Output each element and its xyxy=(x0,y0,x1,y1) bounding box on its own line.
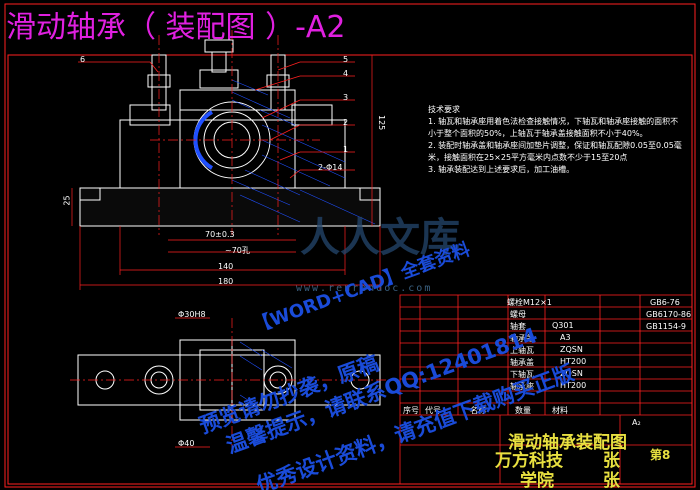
part-4-mat: Q301 xyxy=(552,321,574,330)
title-block xyxy=(399,294,693,485)
technical-requirements: 技术要求 1. 轴瓦和轴承座用着色法检查接触情况，下轴瓦和轴承座接触的面积不小于… xyxy=(428,104,684,176)
ref-3: GB1154-9 xyxy=(646,322,687,331)
top-hatch xyxy=(239,341,293,410)
dim-40: Φ40 xyxy=(178,439,195,448)
callout-holes: 2-Φ14 xyxy=(318,163,343,172)
part-5-name: 螺母 xyxy=(510,310,526,319)
watermark-url: www.renrendoc.com xyxy=(296,283,433,294)
notes-heading: 技术要求 xyxy=(428,105,460,114)
dim-25: 25 xyxy=(62,195,72,206)
part-1-mat: HT200 xyxy=(560,357,587,366)
top-center-lines xyxy=(70,318,390,455)
outer-frame xyxy=(4,3,696,488)
callout-3: 3 xyxy=(343,93,349,102)
header-qty: 数量 xyxy=(515,406,531,415)
dim-30h8: Φ30H8 xyxy=(178,310,206,319)
part-6-name: 螺栓M12×1 xyxy=(507,298,552,307)
inner-frame xyxy=(7,54,693,485)
header-no: 序号 xyxy=(403,406,419,415)
callout-4: 4 xyxy=(343,69,349,78)
dimension-lines xyxy=(71,55,381,290)
part-lower-bush-mat: ZQSN xyxy=(560,369,583,378)
ref-2: GB6170-86 xyxy=(646,310,692,319)
school-name: 学院 xyxy=(520,471,554,490)
part-4-name: 轴套 xyxy=(510,322,526,331)
company-name: 万方科技 xyxy=(495,451,563,471)
front-view xyxy=(79,39,381,227)
signer-2: 张 xyxy=(603,471,620,490)
callout-1: 1 xyxy=(343,145,349,154)
callout-5: 5 xyxy=(343,55,349,64)
ref-1: GB6-76 xyxy=(650,298,680,307)
header-code: 代号 xyxy=(425,406,441,415)
note-3: 3. 轴承装配达到上述要求后，加工油槽。 xyxy=(428,165,575,174)
section-hatch xyxy=(231,79,376,225)
callout-6: 6 xyxy=(80,55,86,64)
center-lines xyxy=(150,30,320,235)
sheet-number: 第8 xyxy=(650,448,671,462)
header-name: 名称 xyxy=(470,406,486,415)
top-dimension-lines xyxy=(175,317,210,448)
drawing-name: 滑动轴承装配图 xyxy=(508,433,627,453)
part-2-mat: ZQSN xyxy=(560,345,583,354)
part-base-name: 轴承座 xyxy=(510,382,534,391)
part-3-name: 轴承盖 xyxy=(510,334,534,343)
watermark-logo: 人人文库 xyxy=(300,214,460,261)
part-2-name: 上轴瓦 xyxy=(510,346,534,355)
callout-leaders xyxy=(78,61,355,179)
part-1-name: 轴承盖 xyxy=(510,358,534,367)
dim-125: 125 xyxy=(377,115,386,131)
signer: 张 xyxy=(603,451,620,471)
dim-70-tol: 70±0.3 xyxy=(205,230,235,239)
part-3-mat: A3 xyxy=(560,333,571,342)
callout-2: 2 xyxy=(343,118,349,127)
part-base-mat: HT200 xyxy=(560,381,587,390)
header-mat: 材料 xyxy=(552,406,568,415)
note-1: 1. 轴瓦和轴承座用着色法检查接触情况，下轴瓦和轴承座接触的面积不小于整个面积的… xyxy=(428,117,679,138)
dim-70-hole: ~70孔 xyxy=(225,246,250,255)
part-lower-bush-name: 下轴瓦 xyxy=(510,370,534,379)
dim-140: 140 xyxy=(218,262,234,271)
dim-180: 180 xyxy=(218,277,234,286)
scale-label: A₂ xyxy=(632,418,641,427)
drawing-title: 滑动轴承（ 装配图 ）-A2 xyxy=(6,10,346,45)
note-2: 2. 装配时轴承盖和轴承座间加垫片调整，保证和轴瓦配隙0.05至0.05毫米，接… xyxy=(428,141,682,162)
